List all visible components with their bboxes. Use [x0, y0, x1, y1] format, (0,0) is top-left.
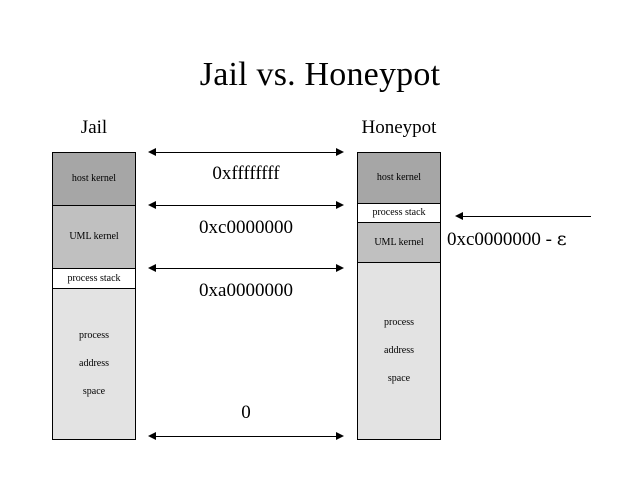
arrow-head-left: [455, 212, 463, 220]
address-label-epsilon-prefix: 0xc0000000 -: [447, 229, 557, 250]
segment-label: host kernel: [376, 172, 422, 183]
segment-label: process address space: [384, 316, 414, 386]
arrow-head-right: [336, 201, 344, 209]
left-arrow-epsilon-icon: [455, 212, 591, 221]
arrow-head-right: [336, 264, 344, 272]
double-arrow-middle-icon: [148, 201, 344, 210]
double-arrow-low-icon: [148, 264, 344, 273]
segment-label-line-2: address: [79, 358, 109, 369]
address-label-top: 0xffffffff: [212, 163, 280, 184]
address-label-middle: 0xc0000000: [199, 217, 293, 238]
arrow-head-left: [148, 264, 156, 272]
segment-label-line-1: process: [79, 330, 109, 341]
segment-label: host kernel: [71, 173, 117, 184]
segment-honeypot-uml-kernel: UML kernel: [358, 223, 440, 263]
segment-label-line-3: space: [82, 386, 106, 397]
double-arrow-top-icon: [148, 148, 344, 157]
segment-label: process address space: [79, 329, 109, 399]
arrow-head-right: [336, 148, 344, 156]
segment-honeypot-process-stack: process stack: [358, 204, 440, 223]
segment-label: process stack: [67, 272, 121, 284]
segment-honeypot-process-address-space: process address space: [358, 263, 440, 439]
address-label-zero: 0: [241, 402, 251, 423]
address-label-epsilon: 0xc0000000 - ε: [447, 228, 567, 251]
arrow-shaft: [153, 205, 339, 206]
arrow-shaft: [153, 268, 339, 269]
segment-label-line-3: space: [387, 373, 411, 384]
epsilon-symbol: ε: [556, 228, 567, 250]
arrow-head-left: [148, 148, 156, 156]
segment-honeypot-host-kernel: host kernel: [358, 153, 440, 204]
memory-stack-honeypot: host kernel process stack UML kernel pro…: [357, 152, 441, 440]
double-arrow-bottom-icon: [148, 432, 344, 441]
segment-label: UML kernel: [69, 231, 119, 242]
arrow-shaft: [153, 152, 339, 153]
segment-label-line-2: address: [384, 345, 414, 356]
arrow-head-right: [336, 432, 344, 440]
page-title: Jail vs. Honeypot: [199, 56, 441, 93]
segment-label-line-1: process: [384, 317, 414, 328]
column-heading-jail: Jail: [80, 117, 108, 138]
arrow-head-left: [148, 201, 156, 209]
segment-jail-process-address-space: process address space: [53, 289, 135, 439]
memory-stack-jail: host kernel UML kernel process stack pro…: [52, 152, 136, 440]
segment-jail-process-stack: process stack: [53, 269, 135, 289]
segment-label: process stack: [372, 207, 426, 218]
column-heading-honeypot: Honeypot: [361, 117, 437, 138]
arrow-head-left: [148, 432, 156, 440]
segment-jail-host-kernel: host kernel: [53, 153, 135, 206]
segment-jail-uml-kernel: UML kernel: [53, 206, 135, 269]
arrow-shaft: [153, 436, 339, 437]
address-label-low: 0xa0000000: [199, 280, 293, 301]
arrow-shaft: [460, 216, 591, 217]
segment-label: UML kernel: [374, 236, 424, 248]
